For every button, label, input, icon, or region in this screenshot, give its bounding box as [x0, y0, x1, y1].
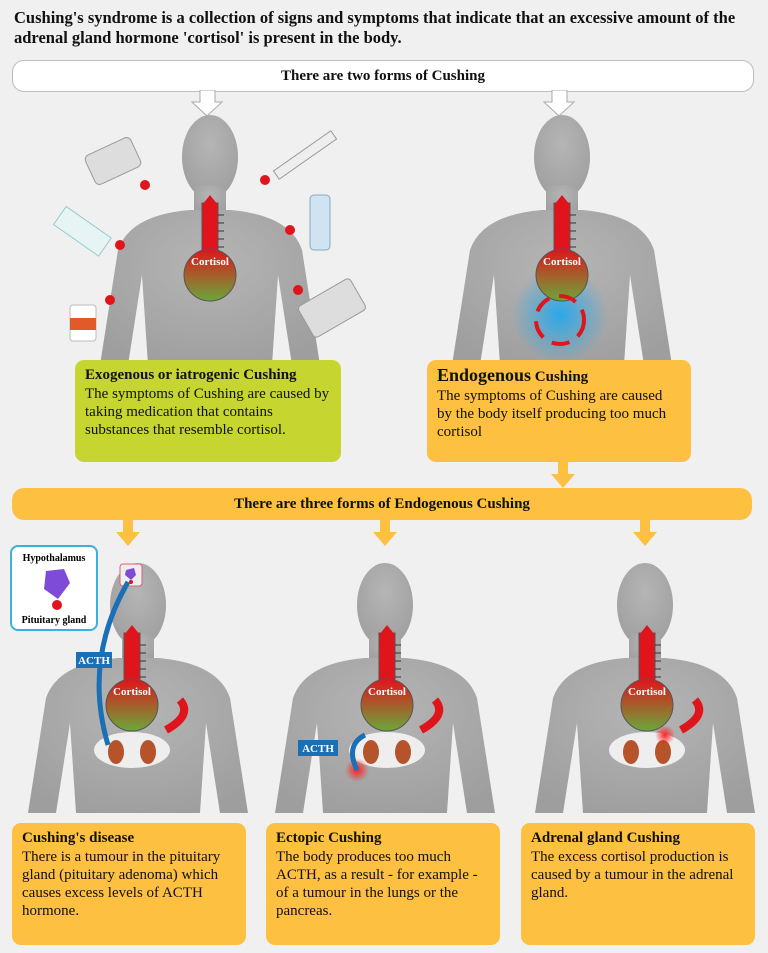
acth-arrow-icon — [350, 732, 367, 772]
kidney-icon — [108, 740, 124, 764]
medicine-bottle-icon — [69, 304, 97, 342]
hypothalamus-label: Hypothalamus — [23, 553, 86, 564]
exogenous-title: Exogenous or iatrogenic Cushing — [85, 367, 297, 383]
pituitary-label: Pituitary gland — [22, 615, 87, 626]
kidney-icon — [140, 740, 156, 764]
down-arrow-icon — [551, 462, 575, 488]
exogenous-figure: Cortisol — [52, 90, 367, 365]
exogenous-box: Exogenous or iatrogenic Cushing The symp… — [75, 360, 341, 462]
exogenous-text: The symptoms of Cushing are caused by ta… — [85, 386, 330, 438]
cushings-disease-figure: Cortisol ACTH — [28, 520, 248, 813]
red-arrows-icon — [105, 175, 303, 305]
form-box-ectopic: Ectopic Cushing The body produces too mu… — [266, 823, 500, 945]
body-glow — [512, 267, 608, 363]
hypothalamus-icon — [44, 569, 70, 599]
adrenal-figure: Cortisol — [535, 520, 755, 813]
down-arrow-icon — [190, 90, 224, 117]
pituitary-inset: Hypothalamus Pituitary gland — [10, 545, 98, 631]
ectopic-figure: Cortisol ACTH — [275, 520, 495, 813]
tumour-glow — [655, 725, 675, 745]
kidney-icon — [655, 740, 671, 764]
down-arrow-icon — [542, 90, 576, 117]
inhaler-icon — [309, 194, 331, 251]
endogenous-figure: Cortisol — [452, 90, 672, 365]
down-arrow-icon — [633, 520, 657, 546]
two-forms-banner: There are two forms of Cushing — [12, 60, 754, 92]
red-arrow-icon — [163, 697, 189, 734]
form-box-adrenal: Adrenal gland Cushing The excess cortiso… — [521, 823, 755, 945]
syringe-icon — [272, 130, 338, 180]
endogenous-title-small: Cushing — [534, 369, 589, 385]
endogenous-text: The symptoms of Cushing are caused by th… — [437, 388, 667, 440]
cortisol-label: Cortisol — [368, 686, 406, 698]
kidney-icon — [395, 740, 411, 764]
form-title: Cushing's disease — [22, 830, 135, 846]
red-arrow-icon — [418, 697, 444, 734]
cycle-arrows-icon — [534, 294, 586, 346]
cortisol-label: Cortisol — [191, 256, 229, 268]
pituitary-icon — [52, 600, 62, 610]
cortisol-label: Cortisol — [628, 686, 666, 698]
intro-text: Cushing's syndrome is a collection of si… — [14, 8, 736, 47]
down-arrow-icon — [116, 520, 140, 546]
blister-pack-icon — [297, 278, 367, 338]
form-text: There is a tumour in the pituitary gland… — [22, 849, 221, 919]
pills-icon — [84, 137, 142, 185]
endogenous-title-big: Endogenous — [437, 365, 532, 385]
acth-label: ACTH — [78, 655, 110, 667]
red-arrow-icon — [678, 697, 704, 734]
acth-label: ACTH — [302, 743, 334, 755]
form-box-cushings-disease: Cushing's disease There is a tumour in t… — [12, 823, 246, 945]
cream-tube-icon — [52, 205, 112, 257]
down-arrow-icon — [373, 520, 397, 546]
form-title: Ectopic Cushing — [276, 830, 382, 846]
form-text: The body produces too much ACTH, as a re… — [276, 849, 478, 919]
form-text: The excess cortisol production is caused… — [531, 849, 734, 901]
kidney-icon — [363, 740, 379, 764]
three-forms-banner: There are three forms of Endogenous Cush… — [12, 488, 752, 520]
cortisol-label: Cortisol — [543, 256, 581, 268]
form-title: Adrenal gland Cushing — [531, 830, 680, 846]
cortisol-label: Cortisol — [113, 686, 151, 698]
endogenous-box: Endogenous Cushing The symptoms of Cushi… — [427, 360, 691, 462]
kidney-icon — [623, 740, 639, 764]
